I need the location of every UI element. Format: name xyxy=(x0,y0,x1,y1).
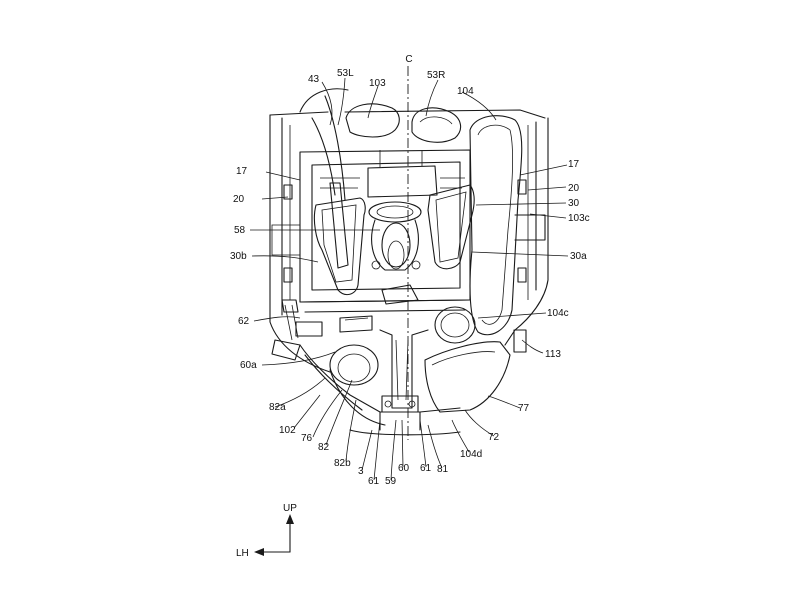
cross-member xyxy=(295,299,471,337)
label-104c: 104c xyxy=(547,308,569,319)
up-arrow-icon xyxy=(286,514,294,524)
label-60: 60 xyxy=(398,463,410,474)
label-82: 82 xyxy=(318,442,330,453)
label-61-right: 61 xyxy=(420,463,432,474)
label-30b: 30b xyxy=(230,251,247,262)
label-61-left: 61 xyxy=(368,476,380,487)
intake-duct xyxy=(434,115,546,344)
label-81: 81 xyxy=(437,464,449,475)
label-113: 113 xyxy=(545,349,561,360)
label-30: 30 xyxy=(568,198,580,209)
up-label: UP xyxy=(283,503,297,514)
engine-head xyxy=(299,149,471,303)
label-77: 77 xyxy=(518,403,530,414)
lh-label: LH xyxy=(236,548,249,559)
label-103c: 103c xyxy=(568,213,590,224)
label-82b: 82b xyxy=(334,458,351,469)
label-102: 102 xyxy=(279,425,296,436)
label-103: 103 xyxy=(369,78,386,89)
label-43: 43 xyxy=(308,74,320,85)
centerline-label: C xyxy=(405,54,412,65)
left-arrow-icon xyxy=(254,548,264,556)
label-20-right: 20 xyxy=(568,183,580,194)
label-82a: 82a xyxy=(269,402,286,413)
label-60a: 60a xyxy=(240,360,257,371)
right-duct xyxy=(427,184,475,270)
label-3: 3 xyxy=(358,466,364,477)
centerline: C xyxy=(405,54,413,440)
label-30a: 30a xyxy=(570,251,587,262)
label-20-left: 20 xyxy=(233,194,245,205)
label-17-right: 17 xyxy=(568,159,580,170)
label-62: 62 xyxy=(238,316,250,327)
steering-head xyxy=(368,201,422,305)
label-104: 104 xyxy=(457,86,474,97)
label-53R: 53R xyxy=(427,70,445,81)
label-76: 76 xyxy=(301,433,313,444)
label-72: 72 xyxy=(488,432,500,443)
label-104d: 104d xyxy=(460,449,482,460)
side-brackets xyxy=(271,179,527,353)
label-58: 58 xyxy=(234,225,246,236)
label-53L: 53L xyxy=(337,68,354,79)
reference-labels: 43 53L 103 53R 104 17 17 20 20 30 103c 5… xyxy=(230,68,590,487)
outer-frame xyxy=(269,88,549,373)
leader-lines xyxy=(250,77,569,481)
left-duct xyxy=(313,182,366,296)
label-59: 59 xyxy=(385,476,397,487)
label-17-left: 17 xyxy=(236,166,248,177)
orientation-indicator: UP LH xyxy=(236,503,297,559)
